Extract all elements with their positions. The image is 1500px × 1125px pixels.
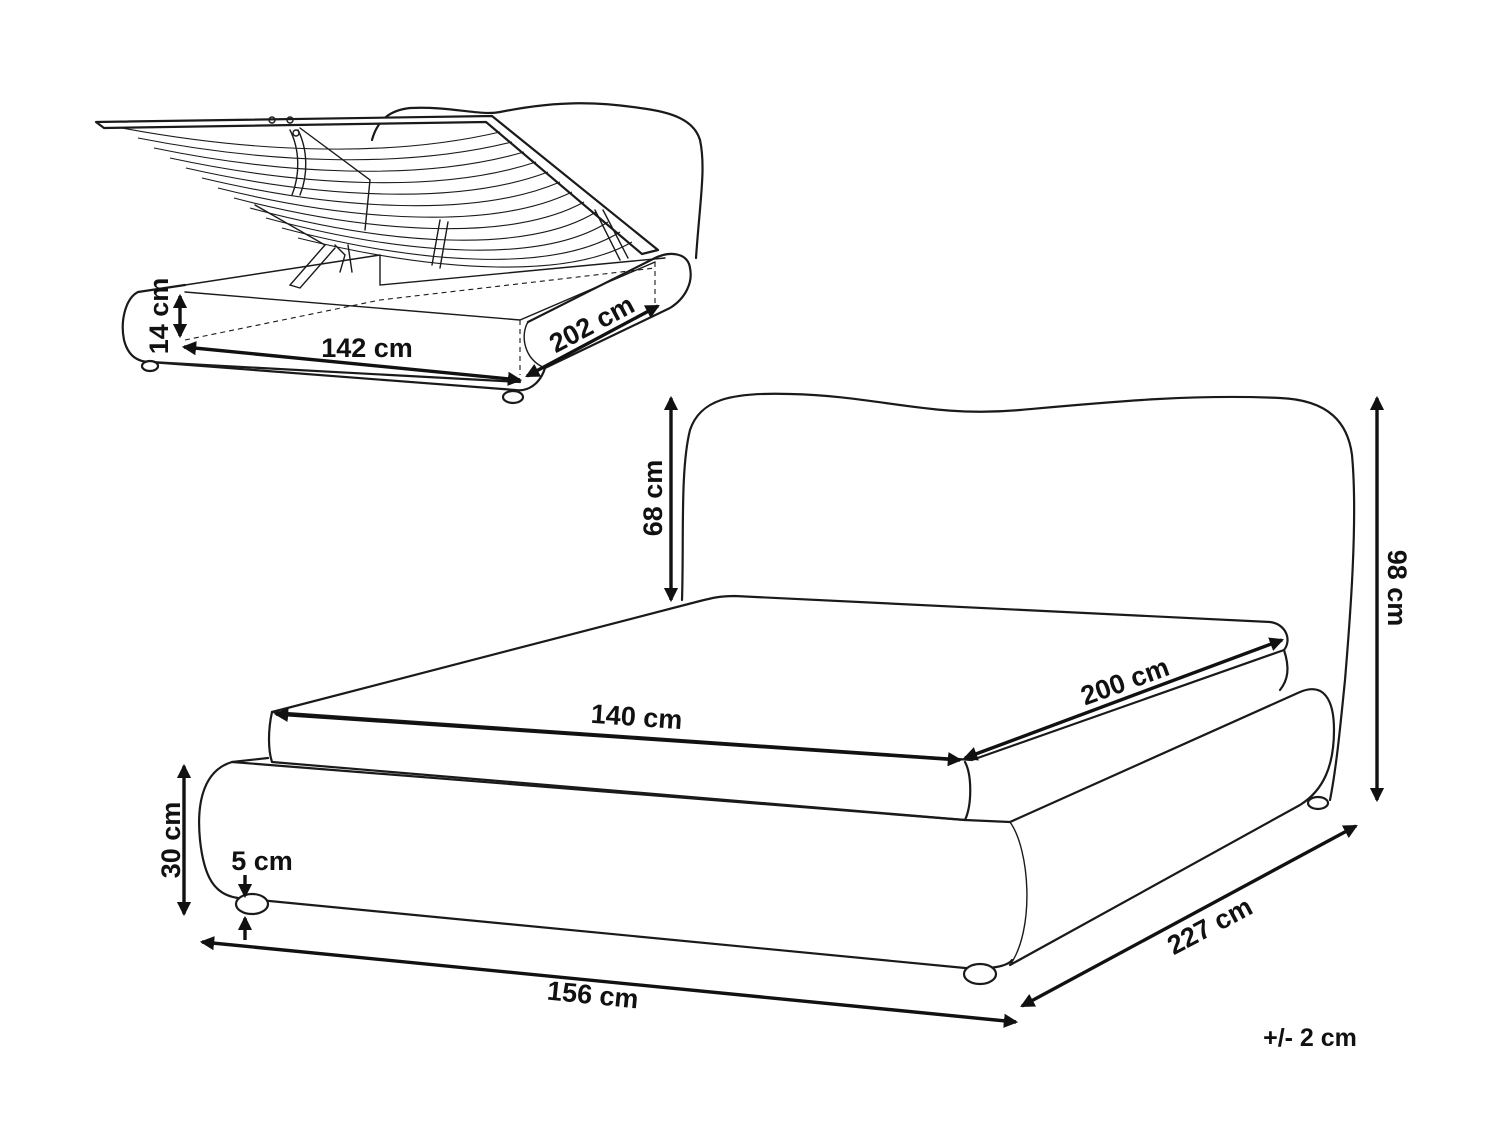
tolerance-note: +/- 2 cm bbox=[1263, 1024, 1357, 1052]
top-headboard-outline bbox=[370, 102, 704, 260]
top-front-rail bbox=[121, 290, 547, 392]
main-front-rail bbox=[198, 760, 1014, 970]
label-frame-height: 30 cm bbox=[156, 802, 186, 879]
slats bbox=[121, 127, 633, 268]
label-top-base-height: 14 cm bbox=[144, 278, 174, 355]
dim-arrow-total-length bbox=[1020, 824, 1358, 1008]
label-headboard-height: 68 cm bbox=[638, 460, 668, 537]
top-foot-left bbox=[140, 359, 160, 373]
top-right-rail bbox=[526, 252, 692, 370]
label-feet-height: 5 cm bbox=[231, 846, 293, 876]
label-top-base-width: 142 cm bbox=[321, 333, 413, 363]
dim-arrow-mattress-length bbox=[962, 637, 1285, 761]
mattress-top bbox=[270, 594, 1289, 762]
label-mattress-width: 140 cm bbox=[590, 699, 683, 735]
top-foot-right bbox=[501, 389, 525, 405]
lifted-slatted-base bbox=[94, 114, 660, 256]
dim-arrow-top-base-width bbox=[181, 341, 523, 386]
main-foot-left bbox=[234, 892, 270, 916]
mattress-front bbox=[267, 710, 972, 822]
label-total-height: 98 cm bbox=[1382, 550, 1412, 627]
label-total-width: 156 cm bbox=[546, 976, 640, 1015]
main-foot-back bbox=[1306, 795, 1330, 811]
dim-arrow-top-base-length bbox=[525, 304, 660, 378]
main-headboard-outline bbox=[680, 392, 1356, 802]
label-total-length: 227 cm bbox=[1162, 891, 1257, 960]
mattress-right bbox=[1278, 648, 1289, 692]
dim-arrow-mattress-width bbox=[273, 707, 963, 767]
main-foot-right bbox=[962, 962, 998, 986]
bed-assembled-illustration bbox=[198, 392, 1356, 986]
dim-arrow-total-width bbox=[199, 936, 1019, 1028]
main-right-rail bbox=[1008, 688, 1336, 967]
label-mattress-length: 200 cm bbox=[1077, 652, 1173, 712]
